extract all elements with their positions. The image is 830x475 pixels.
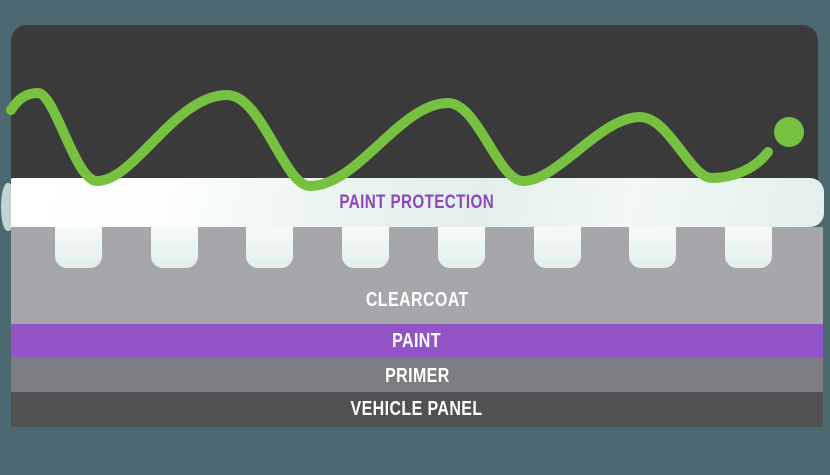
- paint-layer: [11, 324, 823, 357]
- paint-label: PAINT: [11, 329, 823, 353]
- paint-protection-label: PAINT PROTECTION: [11, 191, 823, 215]
- primer-label-text: PRIMER: [384, 365, 450, 387]
- vehicle-panel-layer: [11, 392, 823, 427]
- ppf-overflow-blob: [1, 183, 14, 231]
- paint-label-text: PAINT: [392, 330, 442, 352]
- paint-protection-label-text: PAINT PROTECTION: [339, 192, 495, 213]
- air-background-panel: [11, 25, 818, 183]
- clearcoat-layer: [11, 227, 823, 324]
- primer-layer: [11, 357, 823, 392]
- primer-label: PRIMER: [11, 364, 823, 388]
- vehicle-panel-label: VEHICLE PANEL: [11, 397, 823, 421]
- clearcoat-label: CLEARCOAT: [11, 288, 823, 312]
- clearcoat-label-text: CLEARCOAT: [365, 289, 469, 311]
- vehicle-panel-label-text: VEHICLE PANEL: [350, 398, 484, 420]
